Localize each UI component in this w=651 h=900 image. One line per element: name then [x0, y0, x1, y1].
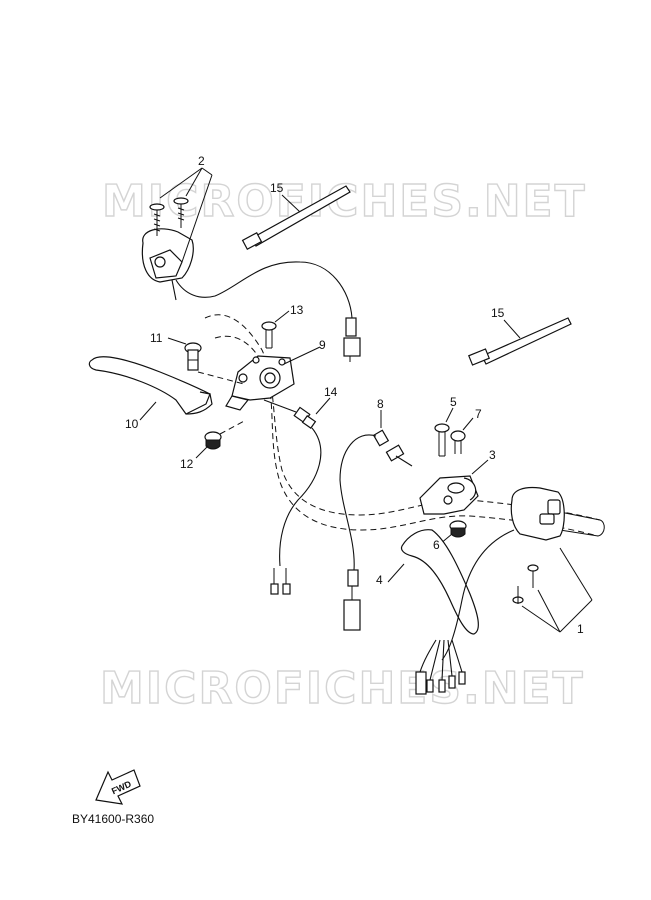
brake-lever-holder: [419, 475, 479, 515]
leader-10: [139, 401, 157, 421]
callout-15-right: 15: [491, 306, 505, 320]
clutch-lever-holder: [225, 355, 295, 411]
leader-15b: [503, 319, 521, 339]
cable-tie-upper: [241, 185, 351, 250]
callout-6: 6: [433, 538, 440, 552]
leader-2d: [181, 174, 213, 263]
screw-1b: [512, 586, 524, 604]
leader-11: [167, 337, 187, 345]
callout-1: 1: [577, 622, 584, 636]
callout-14: 14: [324, 385, 338, 399]
leader-2a: [159, 167, 203, 199]
leader-1b: [559, 599, 593, 633]
callout-15-upper: 15: [270, 181, 284, 195]
axis-12: [219, 419, 247, 435]
leader-5: [445, 407, 454, 423]
leader-2c: [201, 167, 213, 176]
clutch-switch: [263, 399, 322, 595]
leader-9: [283, 346, 321, 365]
callout-4: 4: [376, 573, 383, 587]
callout-7: 7: [475, 407, 482, 421]
screw-2b: [173, 197, 189, 228]
brake-lever: [400, 529, 479, 635]
callout-2: 2: [198, 154, 205, 168]
callout-13: 13: [290, 303, 304, 317]
leader-1c: [537, 589, 561, 633]
callout-12: 12: [180, 457, 194, 471]
callout-5: 5: [450, 395, 457, 409]
left-switch-assembly: [141, 228, 361, 362]
screw-5: [434, 423, 450, 457]
nut-12: [204, 431, 222, 450]
fwd-arrow-icon: FWD: [95, 769, 141, 805]
leader-7: [462, 417, 474, 431]
watermark-bottom: MICROFICHES.NET: [100, 663, 585, 714]
leader-12: [195, 445, 209, 459]
cable-tie-right: [468, 317, 572, 366]
clutch-lever: [88, 356, 213, 415]
leader-15a: [281, 194, 301, 213]
leader-13: [274, 310, 290, 323]
callout-10: 10: [125, 417, 139, 431]
leader-1d: [521, 605, 561, 633]
leader-3: [471, 459, 489, 475]
axis-11: [197, 371, 245, 385]
screw-2a: [149, 203, 165, 236]
callout-9: 9: [319, 338, 326, 352]
pivot-bolt-11: [184, 342, 202, 371]
nut-6: [449, 520, 467, 538]
handlebar-outline: [204, 314, 605, 537]
leader-14: [315, 397, 331, 415]
leader-1a: [559, 547, 593, 601]
leader-4: [387, 563, 405, 583]
screw-1a: [527, 564, 539, 588]
diagram-code: BY41600-R360: [72, 812, 154, 826]
front-brake-switch: [339, 429, 413, 631]
callout-3: 3: [489, 448, 496, 462]
right-switch-assembly: [415, 486, 565, 695]
bolt-13: [261, 321, 277, 349]
leader-2b: [185, 167, 203, 197]
screw-7: [450, 430, 466, 454]
callout-8: 8: [377, 397, 384, 411]
callout-11: 11: [150, 331, 163, 345]
